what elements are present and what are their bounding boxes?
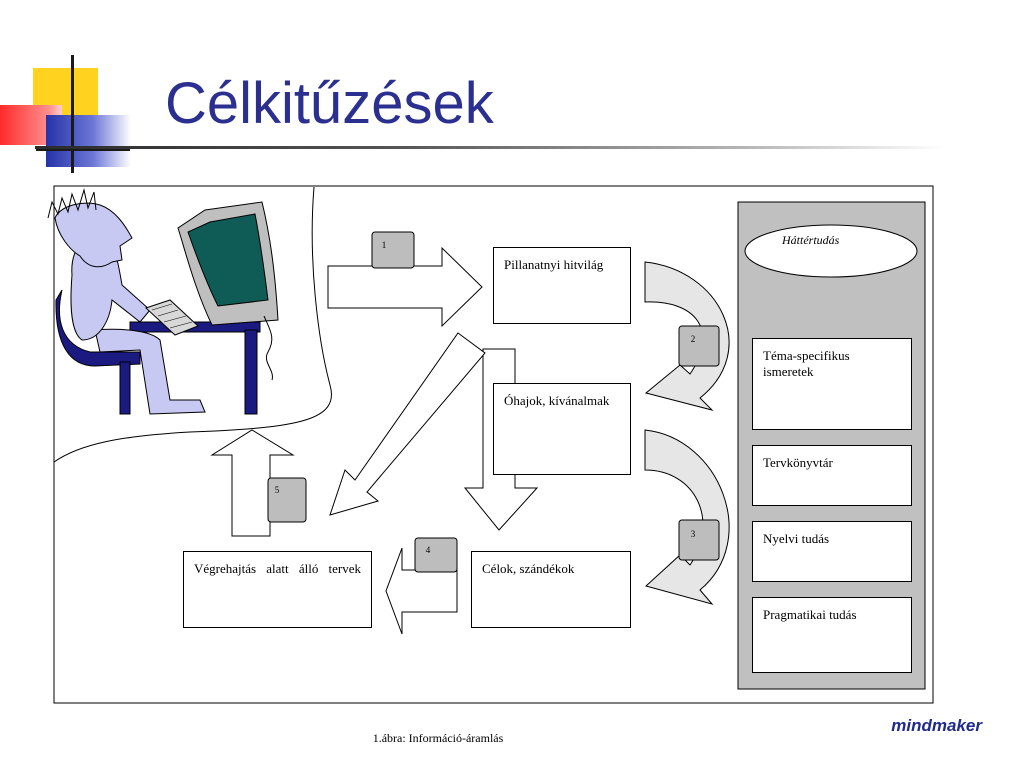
box-celok-szandekok: Célok, szándékok bbox=[471, 551, 631, 628]
box-ohajok-kivanalmak: Óhajok, kívánalmak bbox=[493, 383, 631, 475]
vertical-line bbox=[71, 55, 74, 173]
knowledge-item-tervkonyvtar: Tervkönyvtár bbox=[752, 445, 912, 506]
knowledge-item-tema: Téma-specifikus ismeretek bbox=[752, 338, 912, 430]
corner-decoration bbox=[0, 55, 131, 175]
horizontal-line bbox=[36, 148, 130, 151]
step-tab-1 bbox=[371, 231, 415, 269]
arrow-step-3 bbox=[644, 429, 730, 605]
step-number-4: 4 bbox=[425, 545, 431, 555]
knowledge-item-pragmatikai: Pragmatikai tudás bbox=[752, 597, 912, 673]
diagram-frame bbox=[53, 185, 934, 704]
blue-square bbox=[46, 115, 131, 167]
step-number-3: 3 bbox=[690, 529, 696, 539]
arrow-step-2 bbox=[644, 261, 730, 411]
step-tab-4 bbox=[414, 537, 458, 573]
box-vegrehajtas-tervek: Végrehajtás alatt álló tervek bbox=[183, 551, 372, 628]
knowledge-header-ellipse bbox=[744, 224, 918, 278]
figure-caption: 1.ábra: Információ-áramlás bbox=[372, 731, 504, 745]
arrow-step-1 bbox=[327, 246, 483, 328]
step-tab-5 bbox=[267, 477, 307, 523]
title-rule bbox=[35, 146, 945, 149]
slide-title: Célkitűzések bbox=[165, 71, 494, 136]
box-pillanatnyi-hitvilag: Pillanatnyi hitvilág bbox=[493, 247, 631, 324]
step-number-5: 5 bbox=[274, 485, 280, 495]
step-number-2: 2 bbox=[690, 334, 696, 344]
person-at-computer-illustration bbox=[47, 188, 279, 415]
brand-logo-text: mindmaker bbox=[891, 716, 982, 735]
step-number-1: 1 bbox=[381, 240, 387, 250]
person-area-curve bbox=[53, 186, 332, 463]
arrow-diagonal-to-person bbox=[329, 332, 486, 516]
step-tab-3 bbox=[678, 519, 720, 561]
knowledge-header: Háttértudás bbox=[782, 233, 840, 247]
arrow-step-5 bbox=[210, 429, 295, 537]
step-tab-2 bbox=[678, 325, 720, 367]
arrow-step-4 bbox=[385, 547, 458, 635]
knowledge-item-nyelvi: Nyelvi tudás bbox=[752, 521, 912, 582]
